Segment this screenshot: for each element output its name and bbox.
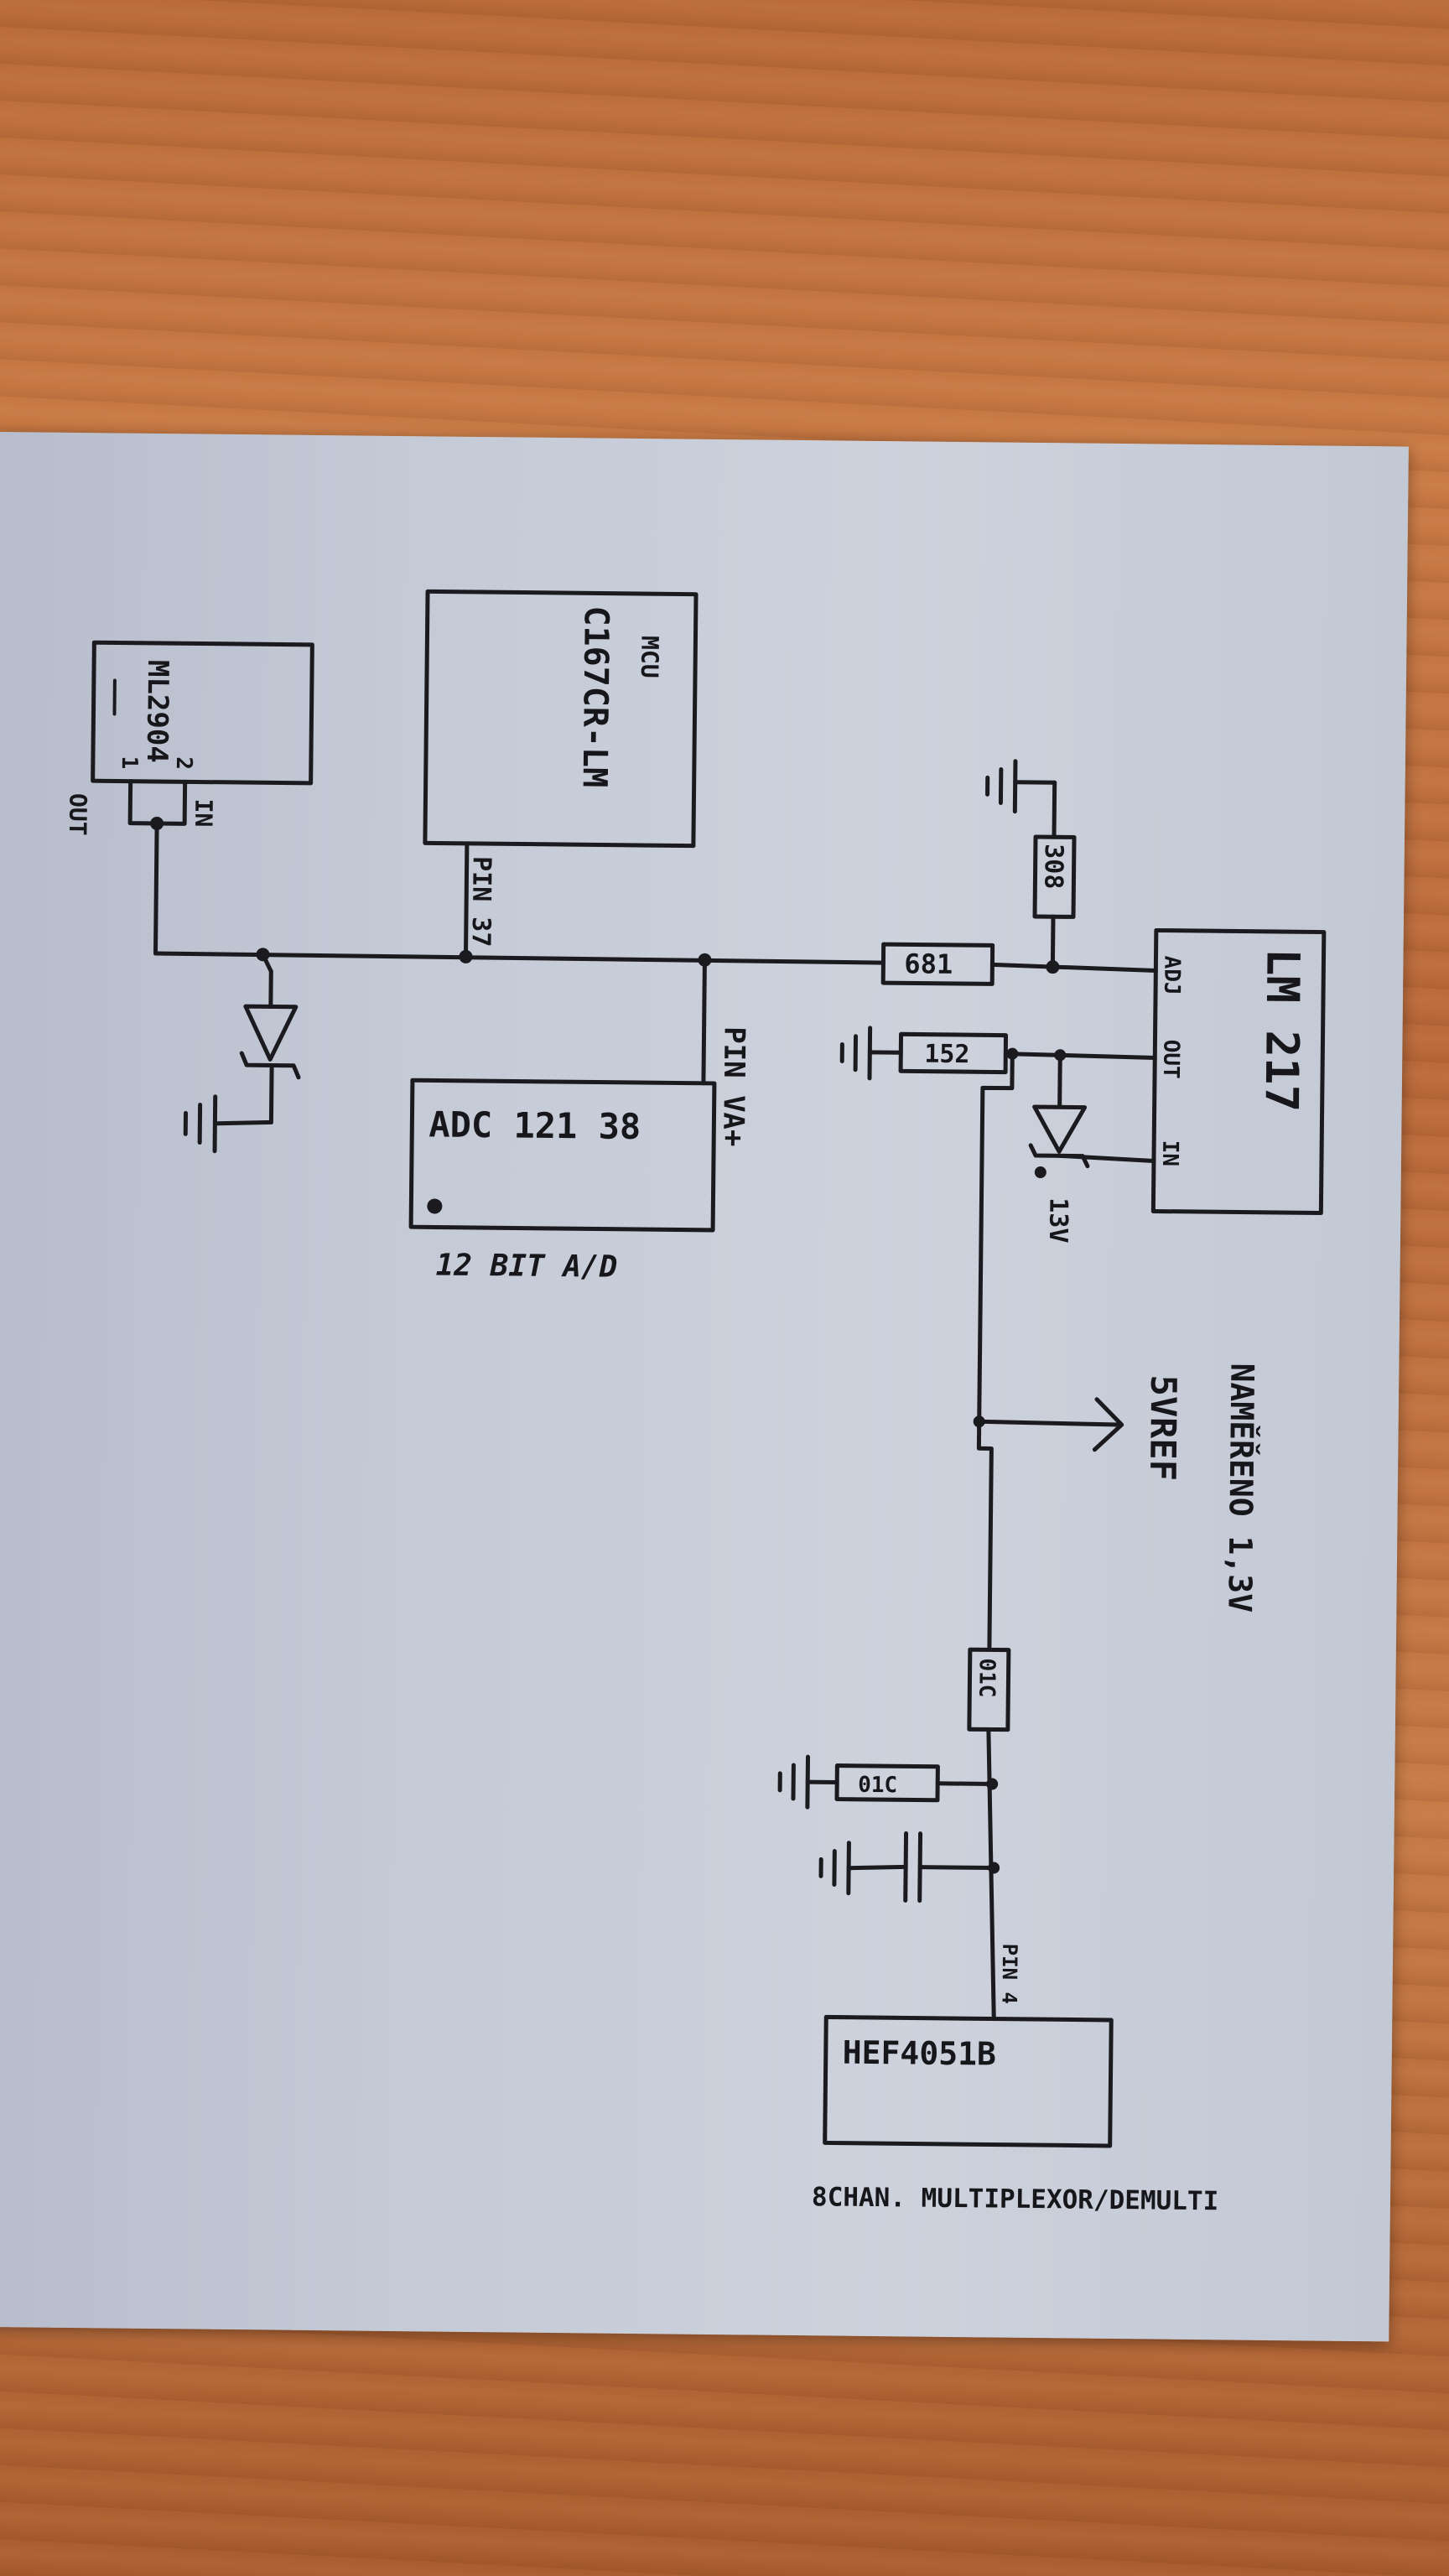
paper-sheet: ML2904 1 2 OUT IN MCU C167CR-LM PIN 37 A… — [0, 432, 1409, 2342]
resistor-681-label: 681 — [904, 948, 953, 980]
resistor-01c-vertical-label: 01C — [974, 1658, 999, 1697]
ml2904-pin2-label: 2 — [171, 756, 196, 770]
resistor-01c-horizontal-label: 01C — [858, 1773, 897, 1798]
out-label: OUT — [64, 793, 92, 836]
lm217-label: LM 217 — [1255, 948, 1310, 1113]
ml2904-label: ML2904 — [140, 660, 174, 763]
hef4051b-chip: HEF4051B — [823, 2014, 1114, 2148]
adc-pin-label: PIN VA+ — [716, 1026, 750, 1147]
vref-label: 5VREF — [1142, 1374, 1184, 1481]
main-bus-wire — [153, 951, 886, 965]
lm217-in-pin: IN — [1157, 1140, 1182, 1166]
filter-capacitor — [846, 1831, 996, 1903]
mux-pin-label: PIN 4 — [997, 1944, 1021, 2005]
ground-symbol-mid — [839, 1026, 873, 1081]
vref-wire — [976, 1052, 1015, 1652]
vref-arrow-head — [1092, 1397, 1124, 1452]
zener-13v-label: 13V — [1043, 1197, 1073, 1244]
mcu-chip: MCU C167CR-LM — [423, 589, 699, 849]
resistor-01c-vertical: 01C — [967, 1647, 1011, 1732]
in-label: IN — [190, 798, 217, 827]
resistor-152-label: 152 — [924, 1040, 970, 1070]
vref-arrow-line — [977, 1419, 1120, 1427]
mcu-part-label: C167CR-LM — [575, 605, 615, 787]
ml2904-output-wire — [153, 821, 159, 956]
adc-chip: ADC 121 38 — [408, 1078, 717, 1233]
protection-zener-diode — [215, 952, 301, 1126]
hef4051b-label: HEF4051B — [843, 2034, 996, 2073]
zener-13v — [1028, 1052, 1156, 1179]
lm217-out-pin: OUT — [1158, 1040, 1183, 1079]
resistor-152: 152 — [867, 1031, 1009, 1075]
lm217-adj-pin: ADJ — [1159, 956, 1184, 995]
mcu-label: MCU — [636, 636, 664, 678]
ground-symbol-resistor — [777, 1754, 811, 1810]
mux-caption: 8CHAN. MULTIPLEXOR/DEMULTI — [812, 2182, 1219, 2216]
adj-wire — [989, 962, 1158, 973]
ground-symbol-top — [985, 759, 1018, 814]
adc-pin1-dot — [427, 1198, 443, 1214]
mcu-pin-wire — [463, 841, 470, 959]
ml2904-pin1-label: 1 — [117, 756, 142, 769]
adc-part-label: ADC 121 38 — [428, 1104, 641, 1147]
mux-supply-wire — [986, 1727, 996, 2022]
schematic-drawing: ML2904 1 2 OUT IN MCU C167CR-LM PIN 37 A… — [64, 589, 1327, 2216]
lm217-regulator: LM 217 ADJ OUT IN — [1150, 927, 1327, 1216]
resistor-681: 681 — [880, 942, 995, 986]
adc-caption: 12 BIT A/D — [435, 1248, 617, 1284]
measured-note: NAMĚŘENO 1,3V — [1221, 1363, 1260, 1613]
adc-supply-wire — [701, 958, 707, 1086]
resistor-308-label: 308 — [1038, 844, 1068, 890]
ground-symbol-left — [183, 1094, 218, 1154]
ground-symbol-capacitor — [818, 1841, 851, 1896]
resistor-01c-horizontal: 01C — [805, 1763, 995, 1803]
resistor-308: 308 — [1013, 780, 1077, 969]
ml2904-chip: ML2904 1 2 — [91, 640, 314, 786]
reg-out-wire — [1003, 1052, 1157, 1060]
mcu-pin-label: PIN 37 — [466, 856, 496, 948]
